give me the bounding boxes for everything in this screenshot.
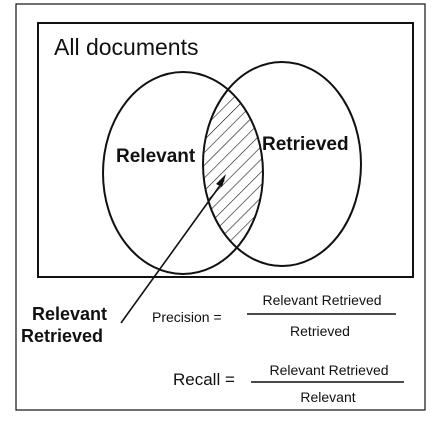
intersection-hatch	[203, 72, 263, 266]
pointer-arrowhead	[216, 174, 226, 187]
recall-lhs: Recall =	[173, 370, 235, 389]
outer-frame	[15, 3, 426, 411]
all-documents-title: All documents	[54, 34, 198, 60]
precision-denominator: Retrieved	[290, 323, 350, 339]
relevant-label: Relevant	[116, 146, 196, 167]
retrieved-label: Retrieved	[262, 134, 349, 155]
recall-numerator: Relevant Retrieved	[269, 362, 388, 378]
relevant-retrieved-label-line1: Relevant	[32, 304, 107, 324]
relevant-retrieved-label-line2: Retrieved	[21, 326, 103, 346]
retrieved-circle	[202, 61, 362, 267]
precision-lhs: Precision =	[152, 309, 222, 325]
all-documents-box	[37, 22, 414, 278]
pointer-line	[120, 179, 225, 324]
recall-denominator: Relevant	[300, 389, 355, 405]
relevant-circle	[102, 71, 264, 275]
precision-numerator: Relevant Retrieved	[262, 292, 381, 308]
